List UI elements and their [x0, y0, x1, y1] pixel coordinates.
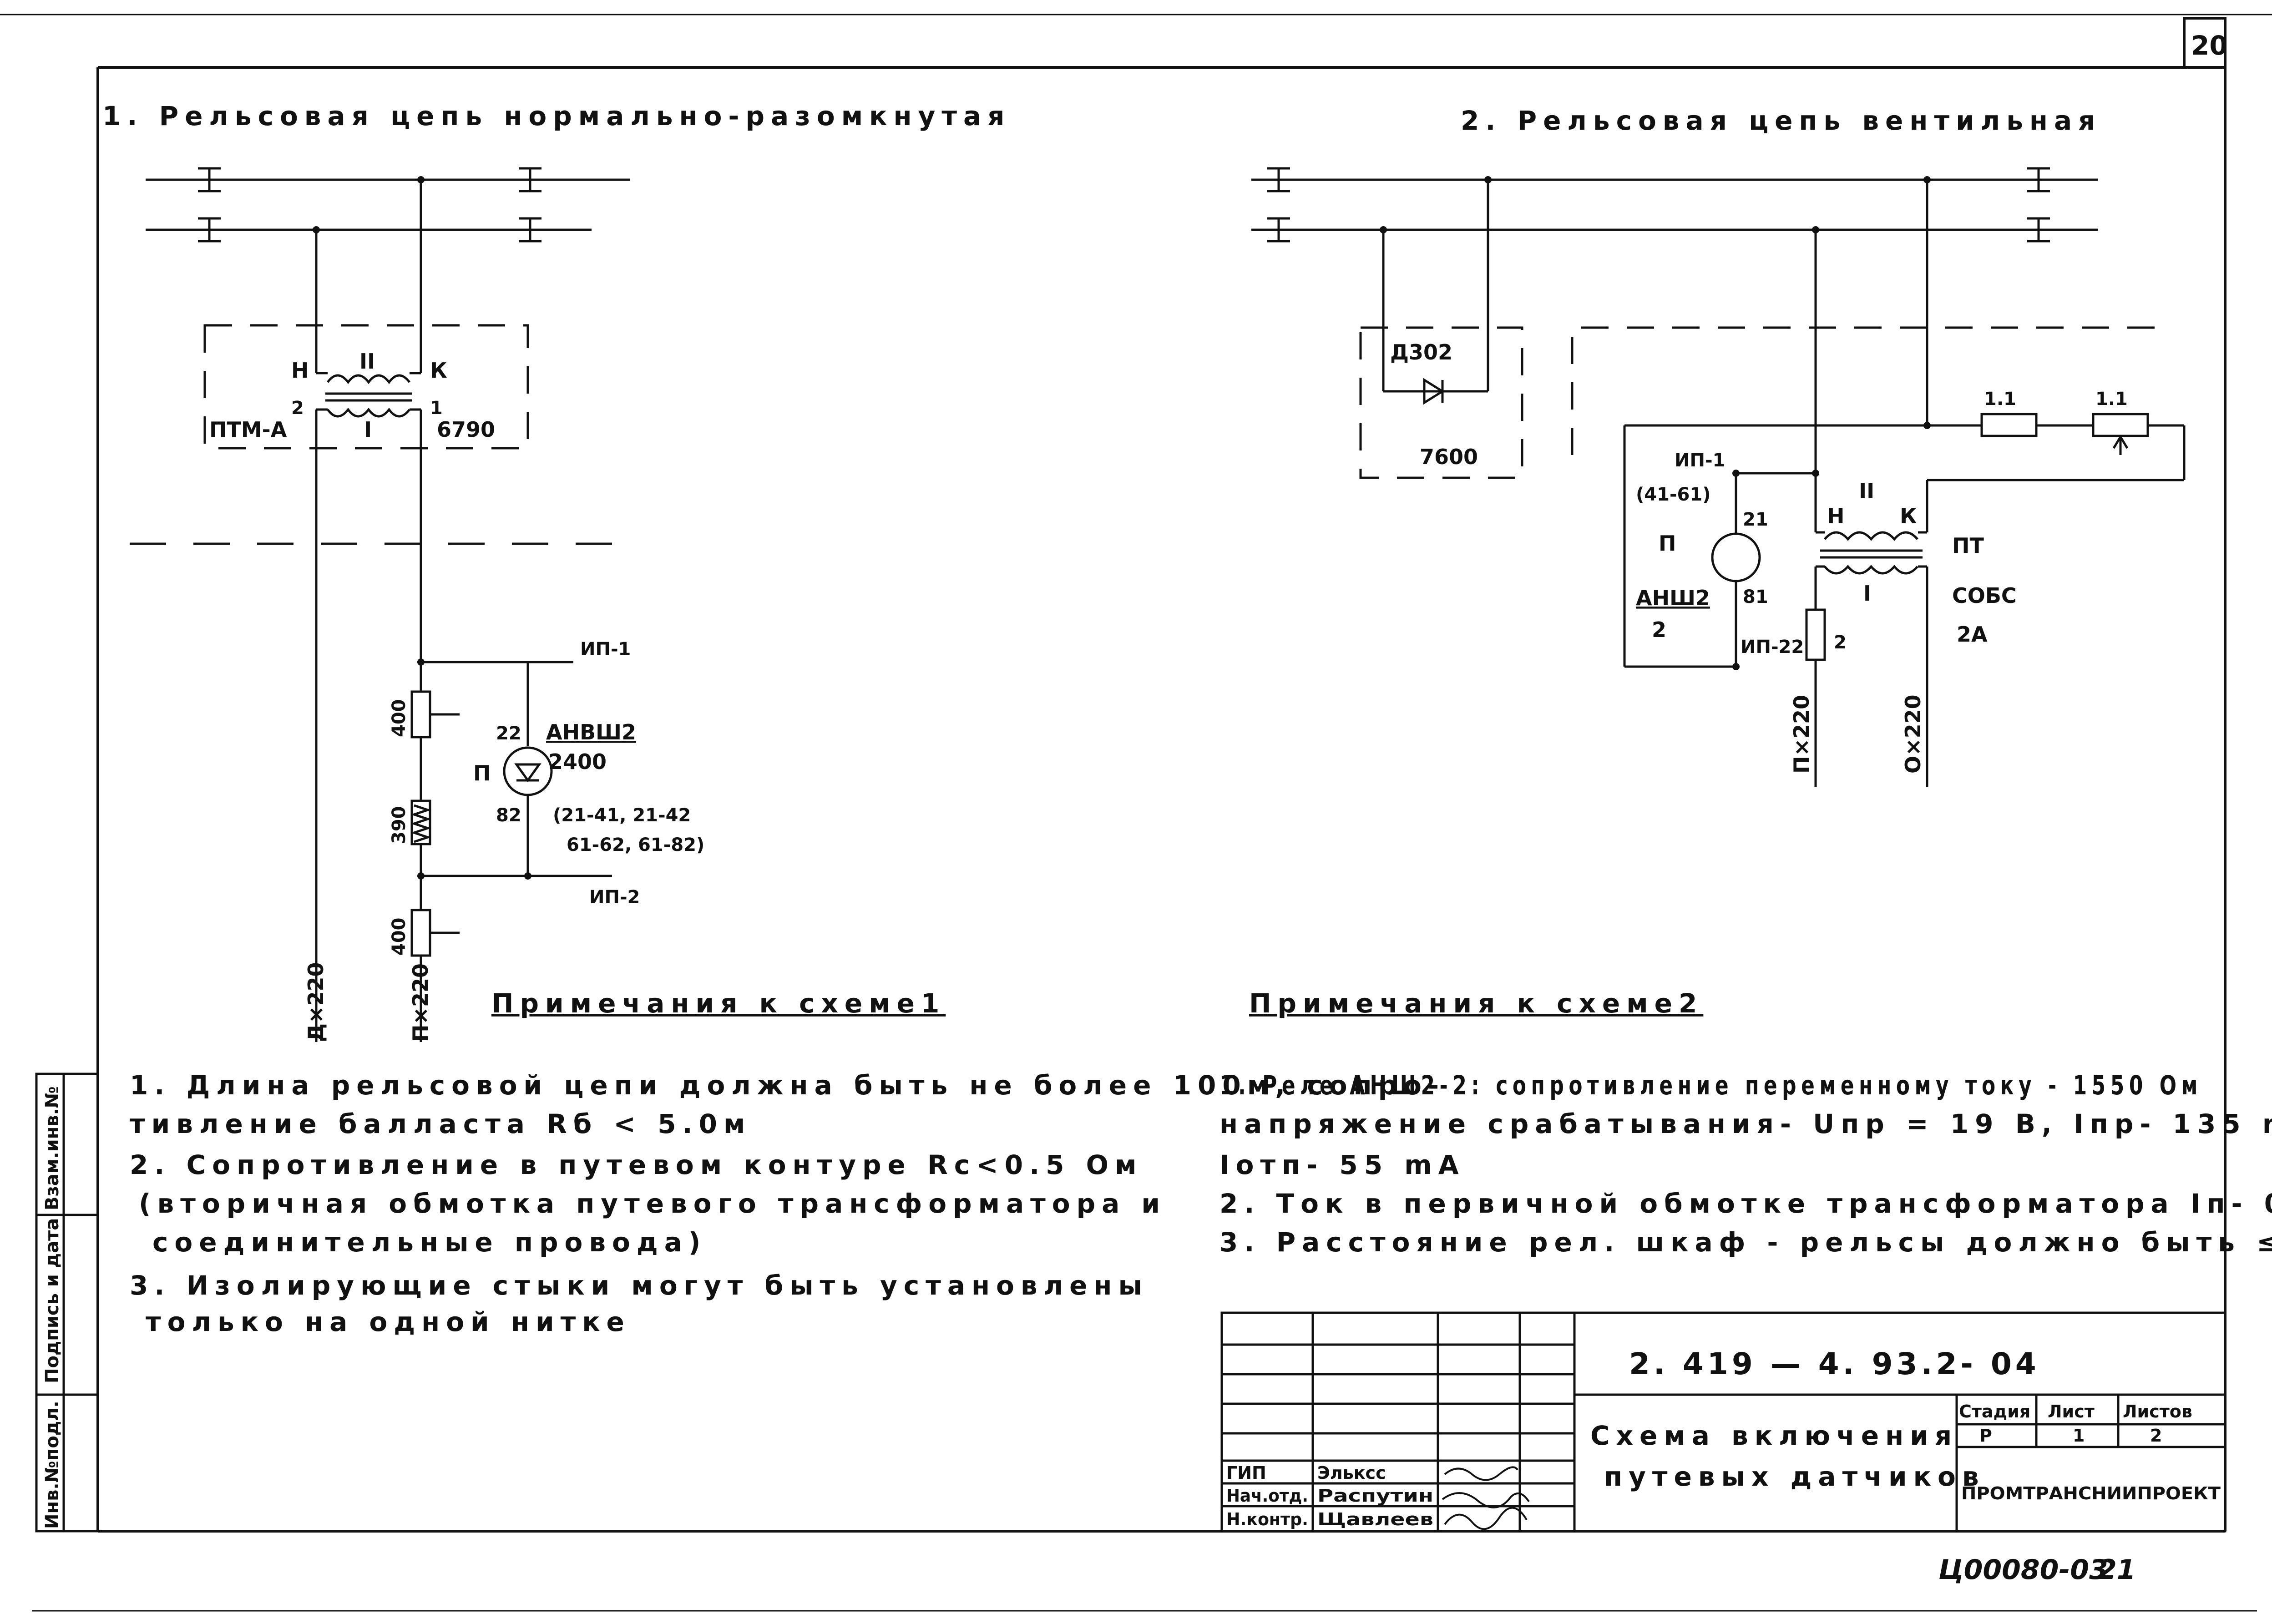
sheets-header: Листов — [2123, 1401, 2192, 1422]
side-stamp — [35, 1073, 99, 1533]
title-line2: путевых датчиков — [1604, 1461, 1985, 1492]
scheme1-n1: 1 — [430, 398, 443, 419]
scheme1-c22: 22 — [496, 723, 521, 744]
stage-value: Р — [1979, 1426, 1992, 1446]
sheet-value: 1 — [2073, 1426, 2085, 1446]
notes2-line-3: Iотп- 55 mA — [1219, 1149, 1465, 1180]
notes2-line-4: 2. Ток в первичной обмотке трансформатор… — [1219, 1188, 2272, 1219]
notes1-line-4: (вторичная обмотка путевого трансформато… — [139, 1188, 1166, 1219]
role-nach: Нач.отд. — [1226, 1486, 1308, 1506]
scheme1-ptm: ПТМ-А — [209, 417, 287, 442]
scheme1-arrows — [313, 176, 531, 880]
role-nkontr: Н.контр. — [1226, 1509, 1308, 1529]
scheme1-relay-type: АНВШ2 — [546, 720, 636, 744]
notes1-line-5: соединительные провода) — [152, 1227, 707, 1258]
sheet-ref: Ц00080-03 — [1938, 1554, 2108, 1586]
notes1-line-3: 2. Сопротивление в путевом контуре Rс<0.… — [130, 1149, 1143, 1180]
role-gip: ГИП — [1226, 1463, 1266, 1483]
notes2-heading: Примечания к схеме2 — [1249, 988, 1703, 1019]
title-block-grid — [1220, 1311, 2226, 1533]
side-stamp-inv: Инв.№подл. — [42, 1401, 63, 1529]
scheme1-r390: 390 — [389, 806, 410, 845]
sheet-ref-num: 21 — [2098, 1554, 2136, 1586]
organization: ПРОМТРАНСНИИПРОЕКТ — [1961, 1483, 2221, 1503]
doc-code: 2. 419 — 4. 93.2- 04 — [1629, 1346, 2040, 1381]
scheme2-dots — [1380, 176, 1931, 670]
stage-header: Стадия — [1959, 1401, 2030, 1422]
sheet-frame — [0, 14, 2272, 1612]
scheme2-c81: 81 — [1743, 587, 1768, 607]
side-stamp-sign: Подпись и дата — [42, 1218, 63, 1383]
scheme1-relay-num: 2400 — [548, 749, 607, 774]
scheme2-ip1: ИП-1 — [1675, 450, 1725, 471]
name-2: Распутин — [1317, 1486, 1433, 1506]
scheme2-II: II — [1859, 479, 1874, 503]
scheme2-sobs2: 2А — [1957, 622, 1988, 647]
scheme2-c21: 21 — [1743, 509, 1768, 530]
scheme1-H: Н — [291, 358, 309, 383]
scheme1-c82: 82 — [496, 805, 521, 826]
scheme1-II: II — [359, 349, 375, 374]
scheme1-I: I — [364, 417, 372, 442]
notes1-heading: Примечания к схеме1 — [491, 988, 946, 1019]
scheme2-pt: ПТ — [1952, 533, 1984, 558]
scheme1-K: К — [430, 358, 447, 383]
notes1-line-7: только на одной нитке — [146, 1306, 631, 1337]
page-number: 20 — [2191, 30, 2228, 61]
scheme1-r400a: 400 — [389, 699, 410, 738]
scheme2-title: 2. Рельсовая цепь вентильная — [1461, 105, 2101, 136]
notes1-line-2: тивление балласта Rб < 5.0м — [130, 1108, 751, 1139]
signatures — [1442, 1466, 1530, 1530]
notes2-line-1: 1. Реле АНШ2-2: сопротивление переменном… — [1219, 1070, 2202, 1101]
sheets-value: 2 — [2150, 1426, 2162, 1446]
scheme2-relay-num: 2 — [1652, 617, 1666, 642]
scheme2-H: Н — [1827, 504, 1845, 528]
scheme1-contacts2: 61-62, 61-82) — [567, 835, 704, 855]
name-3: Щавлеев — [1317, 1509, 1433, 1529]
scheme2-ip22: ИП-22 — [1741, 637, 1804, 658]
scheme1-ptm-num: 6790 — [437, 417, 495, 442]
scheme2-K: К — [1900, 504, 1917, 528]
scheme2-r2: 1.1 — [2095, 389, 2128, 410]
scheme2-sobs: СОБС — [1952, 583, 2017, 608]
scheme1-feed-left: Д×220 — [304, 962, 328, 1042]
scheme2-diode-num: 7600 — [1420, 445, 1478, 469]
side-stamp-replace: Взам.инв.№ — [42, 1086, 63, 1210]
scheme1-title: 1. Рельсовая цепь нормально-разомкнутая — [102, 101, 1011, 132]
scheme2-feed-right: О×220 — [1901, 694, 1925, 774]
scheme2-contacts: (41-61) — [1636, 484, 1711, 505]
notes2-line-2: напряжение срабатывания- Uпр = 19 В, Iпр… — [1219, 1108, 2272, 1139]
scheme2-feed-left: П×220 — [1789, 695, 1814, 774]
scheme2-r1: 1.1 — [1984, 389, 2016, 410]
scheme1-n2: 2 — [291, 398, 304, 419]
name-1: Эльксс — [1317, 1463, 1386, 1483]
scheme1-contacts1: (21-41, 21-42 — [553, 805, 691, 826]
sheet-header: Лист — [2048, 1401, 2095, 1422]
scheme2-c2: 2 — [1834, 632, 1847, 653]
scheme1-p: П — [473, 761, 491, 785]
scheme2-p: П — [1659, 531, 1676, 556]
notes1-line-6: 3. Изолирующие стыки могут быть установл… — [130, 1270, 1149, 1301]
scheme1-circuit — [130, 167, 633, 1042]
scheme2-relay: АНШ2 — [1636, 586, 1710, 610]
scheme1-r400b: 400 — [389, 918, 410, 956]
notes1-line-1: 1. Длина рельсовой цепи должна быть не б… — [130, 1070, 1445, 1101]
scheme1-ip1: ИП-1 — [580, 639, 631, 660]
title-line1: Схема включения — [1590, 1420, 1958, 1451]
scheme1-feed-right: П×220 — [408, 963, 433, 1042]
notes2-line-5: 3. Расстояние рел. шкаф - рельсы должно … — [1219, 1227, 2272, 1258]
scheme2-I: I — [1863, 581, 1871, 606]
scheme2-circuit — [1251, 167, 2186, 787]
scheme1-ip2: ИП-2 — [589, 887, 640, 908]
scheme2-diode: Д302 — [1390, 340, 1452, 364]
